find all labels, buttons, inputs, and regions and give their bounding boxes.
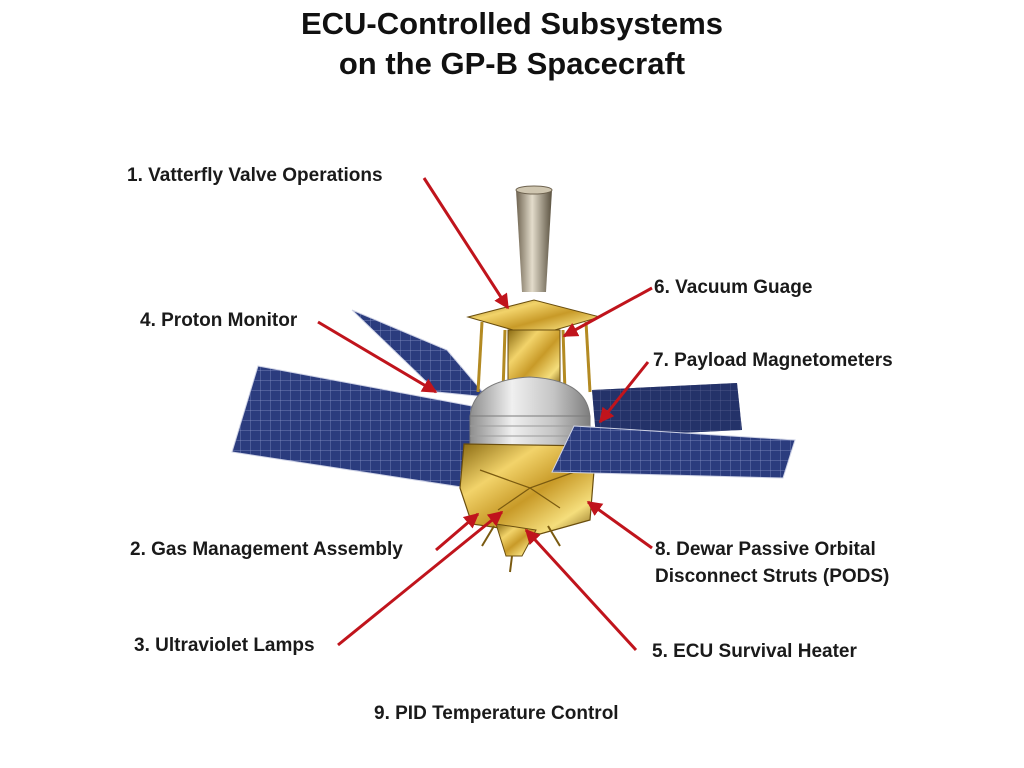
arrow-6	[562, 286, 653, 338]
label-proton-monitor: 4. Proton Monitor	[140, 310, 298, 331]
label-dewar-pods-line-2: Disconnect Struts (PODS)	[655, 566, 890, 587]
arrow-5	[524, 528, 638, 652]
label-dewar-pods-line-1: 8. Dewar Passive Orbital	[655, 539, 876, 560]
label-gas-management-assembly: 2. Gas Management Assembly	[130, 539, 403, 560]
arrow-2	[435, 512, 480, 552]
pointer-arrows	[317, 177, 653, 652]
arrow-3	[337, 510, 504, 647]
label-vacuum-guage: 6. Vacuum Guage	[654, 277, 813, 298]
title-line-2: on the GP-B Spacecraft	[338, 46, 686, 81]
label-payload-magnetometers: 7. Payload Magnetometers	[653, 350, 893, 371]
label-ultraviolet-lamps: 3. Ultraviolet Lamps	[134, 635, 315, 656]
diagram-title: ECU-Controlled Subsystems on the GP-B Sp…	[0, 4, 1024, 84]
arrow-4	[317, 320, 438, 394]
arrow-7	[598, 361, 650, 424]
label-ecu-survival-heater: 5. ECU Survival Heater	[652, 641, 857, 662]
title-line-1: ECU-Controlled Subsystems	[300, 6, 723, 41]
label-vatterfly-valve-operations: 1. Vatterfly Valve Operations	[127, 165, 383, 186]
arrow-1	[422, 177, 510, 310]
solar-panel-right	[551, 425, 796, 479]
solar-panel-back-right	[592, 383, 742, 437]
label-pid-temperature-control: 9. PID Temperature Control	[374, 703, 619, 724]
arrow-8	[586, 500, 653, 550]
probe-tube	[515, 185, 553, 292]
